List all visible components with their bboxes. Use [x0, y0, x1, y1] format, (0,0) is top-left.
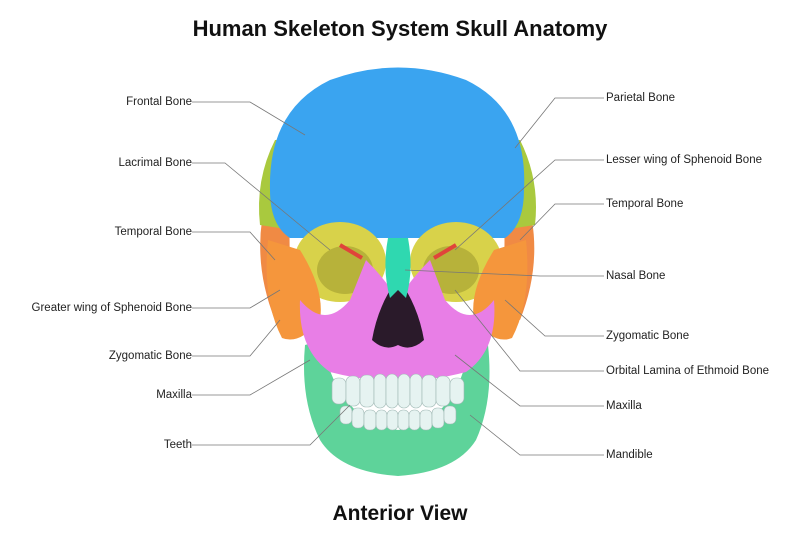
view-caption: Anterior View: [332, 502, 468, 525]
label-maxilla-left: Maxilla: [156, 389, 192, 401]
frontal-shape: [269, 67, 525, 238]
leader-lines-right: [404, 97, 604, 456]
label-lacrimal-bone: Lacrimal Bone: [118, 157, 192, 169]
label-maxilla-right: Maxilla: [606, 400, 642, 412]
label-temporal-bone-right: Temporal Bone: [606, 198, 684, 210]
label-nasal-bone: Nasal Bone: [606, 270, 666, 282]
label-temporal-bone-left: Temporal Bone: [114, 226, 192, 238]
label-zygomatic-bone-right: Zygomatic Bone: [606, 330, 690, 342]
lacrimal-right-shape: [432, 243, 458, 260]
nasal-bone-shape: [385, 238, 411, 298]
diagram-title: Human Skeleton System Skull Anatomy: [192, 16, 608, 41]
teeth-shape: [331, 373, 465, 431]
label-greater-wing-sphenoid: Greater wing of Sphenoid Bone: [31, 302, 192, 314]
label-orbital-lamina-ethmoid: Orbital Lamina of Ethmoid Bone: [606, 365, 770, 377]
label-teeth: Teeth: [163, 439, 192, 451]
label-parietal-bone: Parietal Bone: [606, 92, 676, 104]
nasal-cavity-shape: [372, 278, 424, 348]
label-mandible: Mandible: [606, 449, 653, 461]
label-lesser-wing-sphenoid: Lesser wing of Sphenoid Bone: [606, 154, 762, 166]
lacrimal-left-shape: [338, 243, 364, 260]
leader-lines-left: [192, 101, 351, 446]
label-zygomatic-bone-left: Zygomatic Bone: [108, 350, 192, 362]
label-frontal-bone: Frontal Bone: [126, 96, 192, 108]
mandible-shape: [304, 340, 490, 476]
